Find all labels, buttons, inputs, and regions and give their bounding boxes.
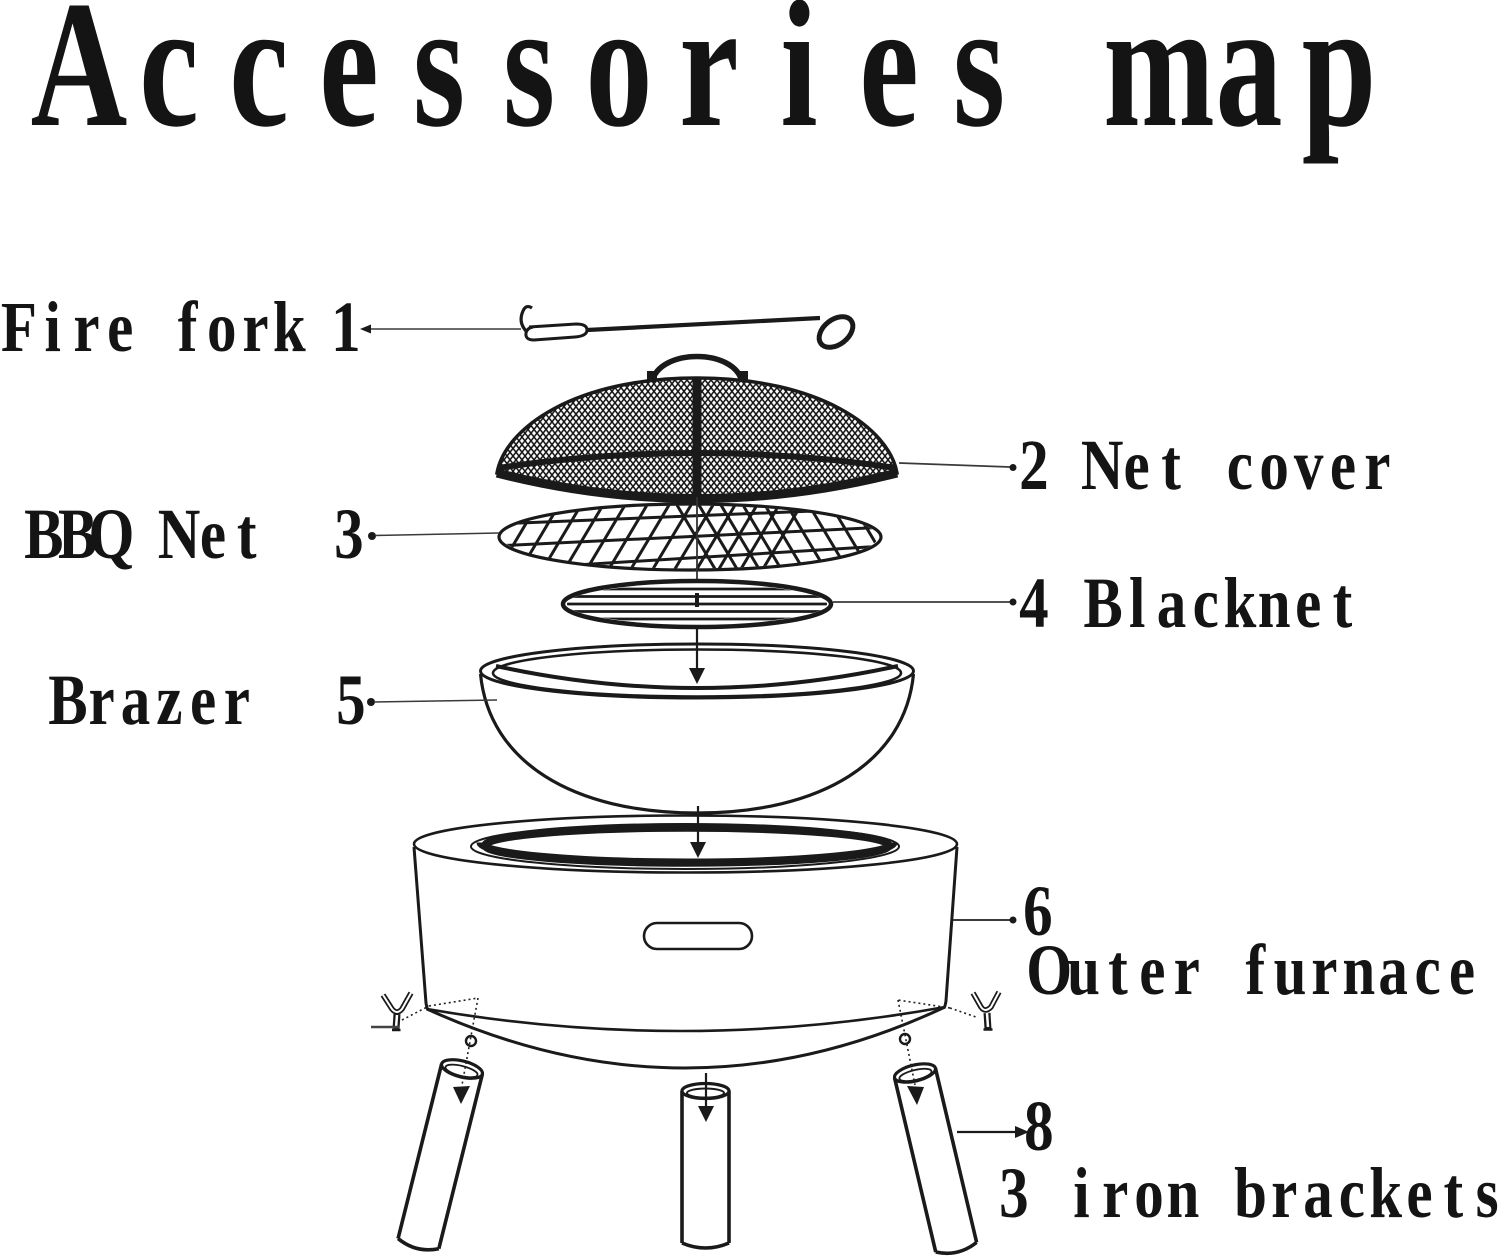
svg-text:3ironbrackets: 3ironbrackets [999, 1154, 1498, 1234]
svg-text:2: 2 [1019, 426, 1049, 506]
svg-text:5: 5 [336, 661, 366, 741]
svg-text:BBQNet: BBQNet [24, 495, 256, 575]
svg-text:Brazer: Brazer [48, 661, 250, 741]
svg-text:Firefork: Firefork [1, 288, 306, 368]
svg-text:Outerfurnace: Outerfurnace [1026, 931, 1475, 1011]
svg-text:3: 3 [334, 495, 364, 575]
svg-text:8: 8 [1024, 1087, 1054, 1167]
svg-text:Accessoriesmap: Accessoriesmap [31, 0, 1377, 165]
svg-text:6: 6 [1023, 872, 1053, 952]
svg-text:4: 4 [1019, 564, 1049, 644]
svg-text:Netcover: Netcover [1081, 426, 1391, 506]
svg-text:Blacknet: Blacknet [1083, 564, 1352, 644]
svg-text:1: 1 [331, 288, 361, 368]
